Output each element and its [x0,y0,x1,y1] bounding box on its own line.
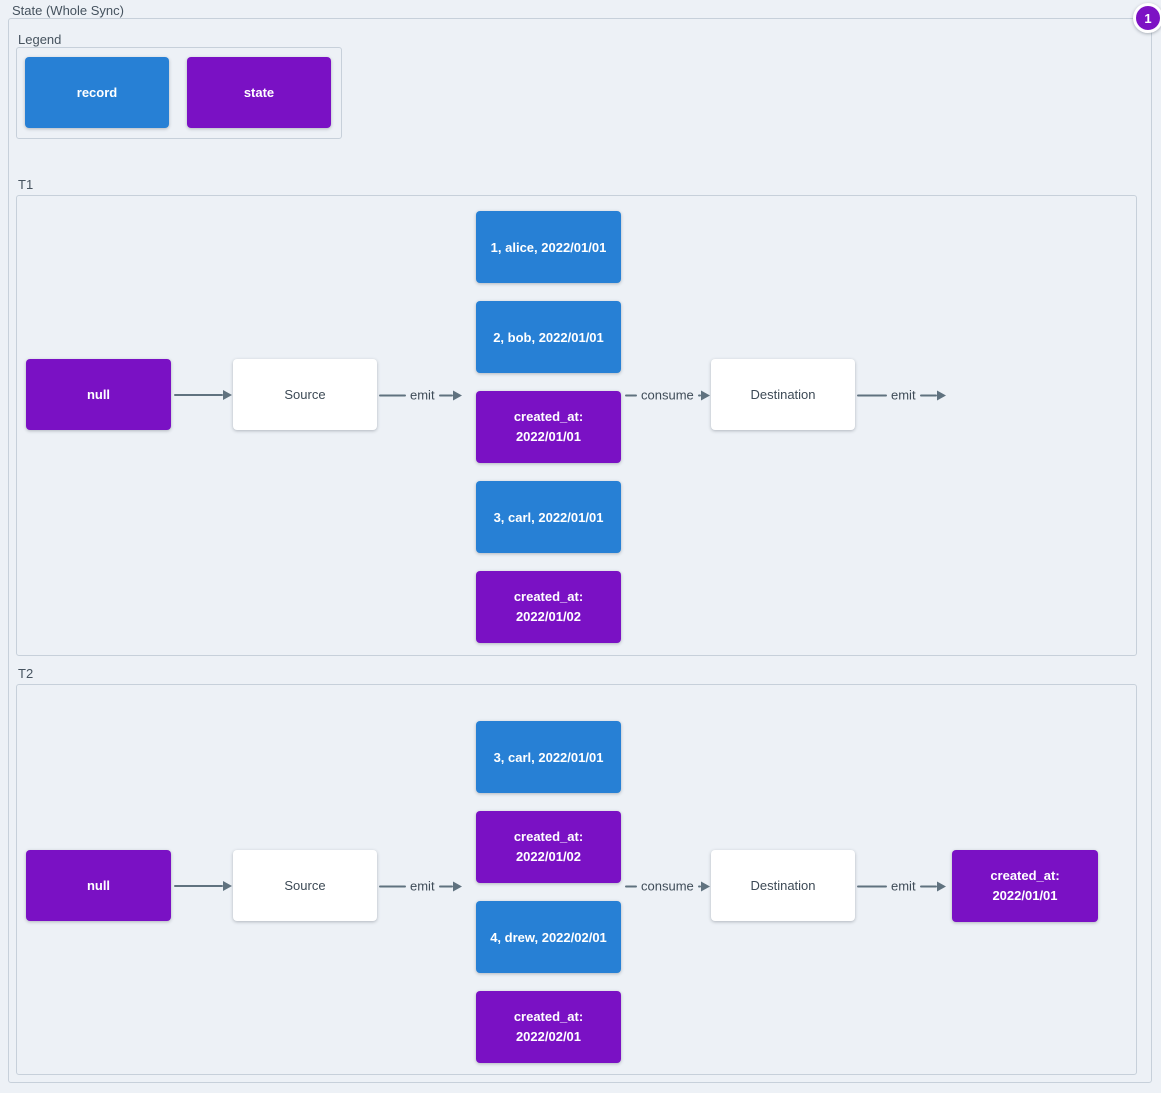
t1-destination-node: Destination [711,359,855,430]
annotation-badge[interactable]: 1 [1133,3,1161,33]
t2-source-node: Source [233,850,377,921]
t2-stream-state-2: created_at: 2022/02/01 [476,991,621,1063]
t1-input-state-node: null [26,359,171,430]
arrow-head-icon [700,881,710,891]
emit-label: emit [891,387,916,403]
t1-source-node: Source [233,359,377,430]
arrow-line [379,885,406,887]
arrow-line [625,394,637,396]
arrow-line [857,885,887,887]
arrow-head-icon [223,881,232,891]
t2-emit-arrow: emit [379,879,462,894]
emit-label: emit [891,878,916,894]
t1-stream-state-2: created_at: 2022/01/02 [476,571,621,643]
page-title: State (Whole Sync) [12,3,124,18]
arrow-line [857,394,887,396]
arrow-line [174,885,223,887]
arrow-line [625,885,637,887]
section-t2-panel: null Source emit 3, carl, 2022/01/01 cre… [16,684,1137,1075]
arrow-line [697,394,701,396]
legend-state-swatch: state [187,57,331,128]
emit-label: emit [410,878,435,894]
legend-record-swatch: record [25,57,169,128]
consume-label: consume [641,387,694,403]
t1-stream-record-1: 1, alice, 2022/01/01 [476,211,621,283]
t2-input-arrow [174,881,232,891]
legend-title: Legend [18,32,62,47]
section-t1-label: T1 [18,177,34,192]
whole-sync-panel [8,18,1152,1083]
arrow-line [174,394,223,396]
section-t2-label: T2 [18,666,34,681]
arrow-head-icon [936,881,946,891]
arrow-line [919,885,937,887]
t1-emit-arrow: emit [379,388,462,403]
arrow-line [697,885,701,887]
arrow-head-icon [452,390,462,400]
arrow-line [438,885,453,887]
consume-label: consume [641,878,694,894]
arrow-head-icon [700,390,710,400]
t2-input-state-node: null [26,850,171,921]
t1-consume-arrow: consume [625,388,710,403]
t2-stream-record-1: 3, carl, 2022/01/01 [476,721,621,793]
arrow-head-icon [936,390,946,400]
t1-stream-record-3: 3, carl, 2022/01/01 [476,481,621,553]
arrow-line [379,394,406,396]
t1-emit-out-arrow: emit [857,388,946,403]
t2-stream-record-2: 4, drew, 2022/02/01 [476,901,621,973]
t2-emit-out-arrow: emit [857,879,946,894]
arrow-head-icon [452,881,462,891]
arrow-line [919,394,937,396]
t2-output-state-node: created_at: 2022/01/01 [952,850,1098,922]
t1-stream-record-2: 2, bob, 2022/01/01 [476,301,621,373]
arrow-line [438,394,453,396]
arrow-head-icon [223,390,232,400]
section-t1-panel: null Source emit 1, alice, 2022/01/01 2,… [16,195,1137,656]
legend-panel [16,47,342,139]
t2-destination-node: Destination [711,850,855,921]
t1-stream-state-1: created_at: 2022/01/01 [476,391,621,463]
t1-input-arrow [174,390,232,400]
t2-consume-arrow: consume [625,879,710,894]
emit-label: emit [410,387,435,403]
t2-stream-state-1: created_at: 2022/01/02 [476,811,621,883]
